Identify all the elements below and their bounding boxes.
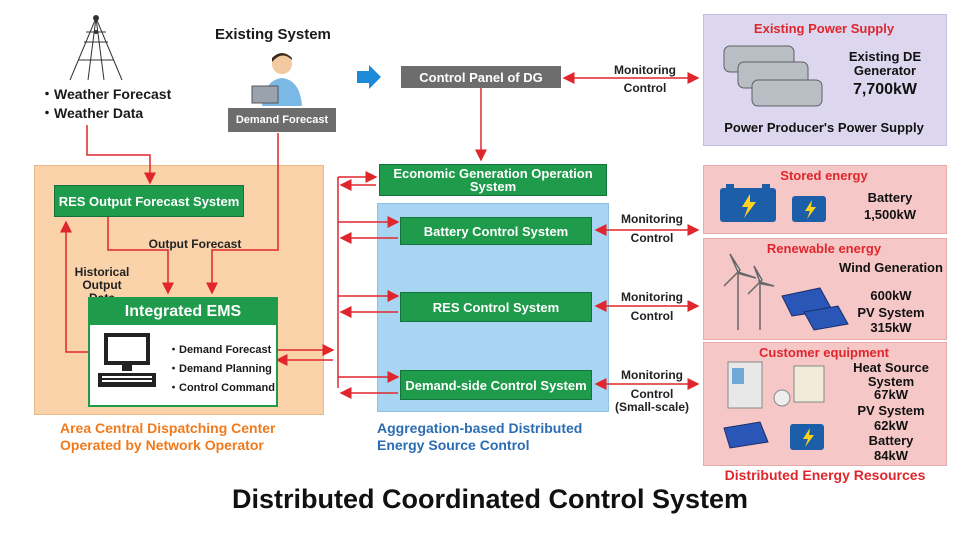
res-control-system: RES Control System xyxy=(400,292,592,322)
heat-source-icon xyxy=(723,361,825,450)
weather-data-label: ・Weather Data xyxy=(40,105,144,121)
customer-battery-name: Battery xyxy=(868,433,914,448)
link-res-l2: Control xyxy=(630,309,674,323)
stored-energy-header: Stored energy xyxy=(780,168,868,183)
computer-icon xyxy=(98,333,156,387)
existing-power-footer: Power Producer's Power Supply xyxy=(724,120,924,135)
renewable-energy-header: Renewable energy xyxy=(766,241,882,256)
operator-person-icon xyxy=(251,53,302,106)
wind-generation-name: Wind Generation xyxy=(839,260,943,275)
area-center-caption-l1: Area Central Dispatching Center xyxy=(60,420,276,436)
ems-item-demand-forecast: ・Demand Forecast xyxy=(168,344,272,356)
demand-side-control-system: Demand-side Control System xyxy=(400,370,592,400)
area-center-caption: Area Central Dispatching Center Operated… xyxy=(60,420,276,454)
ems-item-demand-planning: ・Demand Planning xyxy=(168,363,272,375)
heat-source-value: 67kW xyxy=(874,387,908,402)
demand-forecast-box: Demand Forecast xyxy=(228,108,336,132)
output-forecast-label: Output Forecast xyxy=(148,237,242,251)
link-battery-l2: Control xyxy=(630,231,674,245)
pv-panel-icon xyxy=(781,287,849,331)
integrated-ems-box: Integrated EMS ・Demand Forecast ・Demand … xyxy=(88,297,278,407)
monitoring-top-l2: Control xyxy=(623,81,667,95)
battery-icon xyxy=(720,184,826,222)
economic-generation-system: Economic Generation Operation System xyxy=(379,164,607,196)
link-battery-l1: Monitoring xyxy=(621,212,683,226)
existing-generator-name: Existing DE Generator xyxy=(848,49,922,78)
link-label-battery: Monitoring Control xyxy=(600,213,704,245)
heat-source-name: Heat Source System xyxy=(853,360,929,389)
der-caption: Distributed Energy Resources xyxy=(724,467,926,483)
weather-tower-icon xyxy=(69,15,123,81)
historical-output-label: Historical Output Data xyxy=(74,265,130,305)
customer-equipment-header: Customer equipment xyxy=(758,345,889,360)
res-output-forecast-system: RES Output Forecast System xyxy=(54,185,244,217)
link-label-demand: Monitoring Control (Small-scale) xyxy=(600,369,704,414)
wind-generation-value: 600kW xyxy=(870,288,912,303)
link-demand-l1: Monitoring xyxy=(621,368,683,382)
integrated-ems-title: Integrated EMS xyxy=(90,299,276,325)
monitoring-top-label: Monitoring Control xyxy=(595,64,695,95)
existing-system-title: Existing System xyxy=(215,26,331,43)
ems-function-list: ・Demand Forecast ・Demand Planning ・Contr… xyxy=(168,341,275,398)
link-demand-l2: Control xyxy=(630,387,674,401)
customer-pv-name: PV System xyxy=(857,403,925,418)
renewable-pv-value: 315kW xyxy=(870,320,912,335)
existing-generator-value: 7,700kW xyxy=(852,81,918,98)
generator-icon xyxy=(723,45,823,107)
customer-pv-icon xyxy=(723,421,769,449)
aggregation-caption: Aggregation-based Distributed Energy Sou… xyxy=(377,420,582,454)
flow-arrow-icon xyxy=(357,65,381,89)
customer-pv-value: 62kW xyxy=(874,418,908,433)
stored-battery-name: Battery xyxy=(867,190,913,205)
link-res-l1: Monitoring xyxy=(621,290,683,304)
main-title: Distributed Coordinated Control System xyxy=(231,484,749,514)
wind-turbine-icon xyxy=(723,253,849,331)
renewable-pv-name: PV System xyxy=(857,305,925,320)
aggregation-caption-l2: Energy Source Control xyxy=(377,437,530,453)
customer-battery-icon xyxy=(790,424,824,450)
monitoring-top-l1: Monitoring xyxy=(614,63,676,77)
dg-control-panel: Control Panel of DG xyxy=(401,66,561,88)
existing-power-header: Existing Power Supply xyxy=(753,21,895,36)
weather-list: ・Weather Forecast ・Weather Data xyxy=(40,85,171,123)
link-demand-l3: (Small-scale) xyxy=(614,400,690,414)
area-center-caption-l2: Operated by Network Operator xyxy=(60,437,264,453)
customer-battery-value: 84kW xyxy=(874,448,908,463)
link-label-res: Monitoring Control xyxy=(600,291,704,323)
battery-control-system: Battery Control System xyxy=(400,217,592,245)
weather-forecast-label: ・Weather Forecast xyxy=(40,86,172,102)
ems-item-control-command: ・Control Command xyxy=(168,382,275,394)
stored-battery-value: 1,500kW xyxy=(863,207,917,222)
aggregation-caption-l1: Aggregation-based Distributed xyxy=(377,420,583,436)
